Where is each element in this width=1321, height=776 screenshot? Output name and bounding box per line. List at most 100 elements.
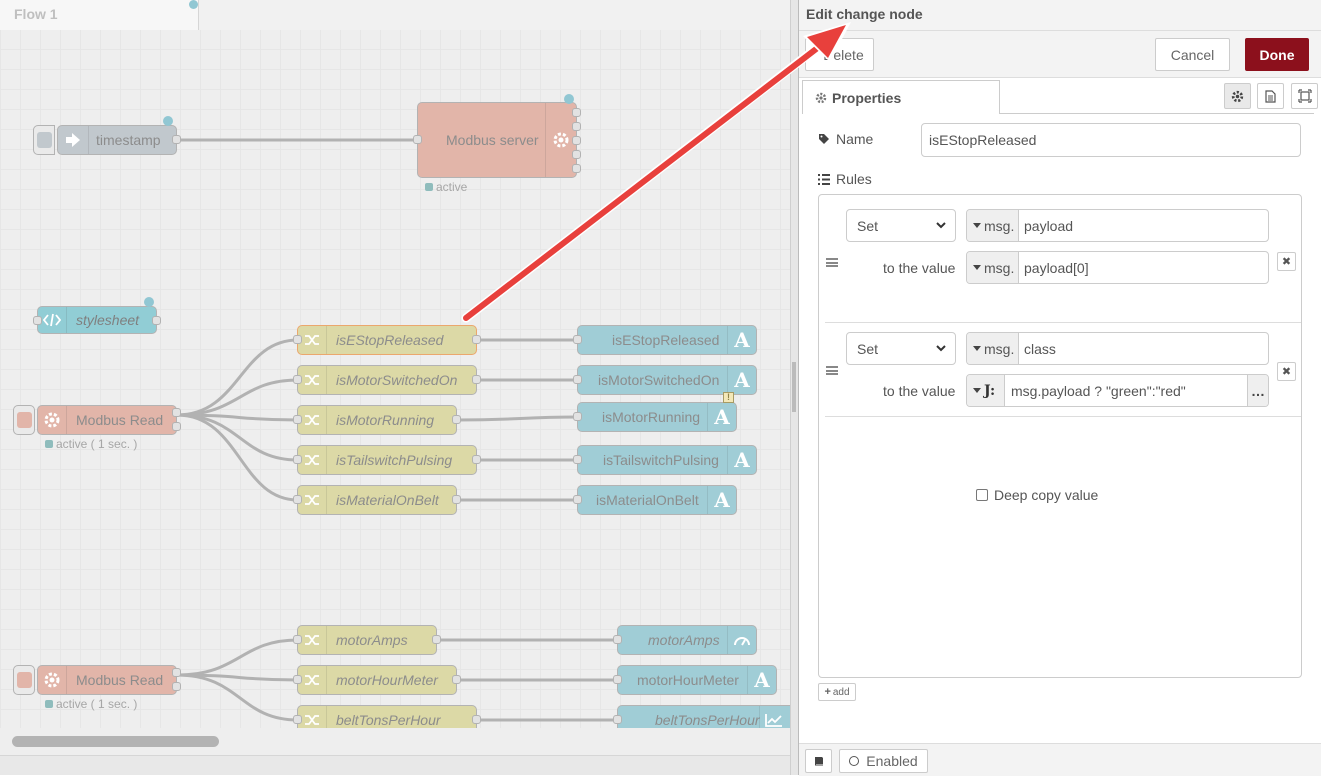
input-port[interactable]	[293, 375, 302, 384]
ui-text-node[interactable]: isTailswitchPulsing A	[577, 445, 757, 475]
input-port[interactable]	[573, 335, 582, 344]
output-port[interactable]	[152, 316, 161, 325]
change-node[interactable]: isMotorSwitchedOn	[297, 365, 477, 395]
input-port[interactable]	[293, 455, 302, 464]
output-port[interactable]	[172, 135, 181, 144]
output-port[interactable]	[172, 408, 181, 417]
ui-gauge-node[interactable]: motorAmps	[617, 625, 757, 655]
change-node[interactable]: motorAmps	[297, 625, 437, 655]
tab-flow-1[interactable]: Flow 1	[0, 0, 199, 30]
wire[interactable]	[456, 415, 579, 422]
ui-text-node[interactable]: isMotorSwitchedOn A	[577, 365, 757, 395]
wire[interactable]	[176, 338, 299, 417]
change-node-selected[interactable]: isEStopReleased	[297, 325, 477, 355]
output-port[interactable]	[572, 164, 581, 173]
wire[interactable]	[176, 638, 299, 677]
output-port[interactable]	[572, 150, 581, 159]
output-port[interactable]	[452, 675, 461, 684]
rule-value-input[interactable]: J: msg.payload ? "green":"red" …	[966, 374, 1269, 407]
inject-node-timestamp[interactable]: timestamp	[57, 125, 177, 155]
template-node-stylesheet[interactable]: stylesheet	[37, 306, 157, 334]
node-info-button[interactable]	[805, 749, 832, 773]
flow-canvas[interactable]: timestamp Modbus server active styleshee…	[0, 30, 790, 728]
input-port[interactable]	[293, 635, 302, 644]
node-toggle-button[interactable]	[13, 405, 35, 435]
output-port[interactable]	[452, 495, 461, 504]
input-port[interactable]	[413, 135, 422, 144]
output-port[interactable]	[572, 122, 581, 131]
rule-target-input[interactable]: msg. payload	[966, 209, 1269, 242]
wire[interactable]	[176, 413, 299, 502]
drag-handle-icon[interactable]	[826, 366, 838, 375]
tab-properties[interactable]: Properties	[802, 80, 1000, 114]
rule-value-input[interactable]: msg. payload[0]	[966, 251, 1269, 284]
expression-editor-button[interactable]: …	[1247, 375, 1268, 406]
tab-description-button[interactable]	[1257, 83, 1284, 109]
input-port[interactable]	[33, 316, 42, 325]
input-port[interactable]	[573, 455, 582, 464]
wire[interactable]	[176, 378, 299, 417]
inject-trigger-button[interactable]	[33, 125, 55, 155]
remove-rule-button[interactable]: ✖	[1277, 362, 1296, 381]
deep-copy-checkbox[interactable]: Deep copy value	[976, 487, 1098, 503]
wire[interactable]	[176, 673, 299, 722]
input-port[interactable]	[293, 495, 302, 504]
input-port[interactable]	[293, 415, 302, 424]
output-port[interactable]	[472, 375, 481, 384]
output-port[interactable]	[472, 335, 481, 344]
rule-action-select[interactable]: Set	[846, 209, 956, 242]
input-port[interactable]	[573, 375, 582, 384]
delete-button[interactable]: Delete	[805, 38, 874, 71]
modbus-server-node[interactable]: Modbus server	[417, 102, 577, 178]
ui-text-node[interactable]: isEStopReleased A	[577, 325, 757, 355]
output-port[interactable]	[472, 455, 481, 464]
ui-text-node[interactable]: motorHourMeter A	[617, 665, 777, 695]
output-port[interactable]	[432, 635, 441, 644]
change-node[interactable]: isMaterialOnBelt	[297, 485, 457, 515]
gauge-icon	[727, 626, 756, 654]
change-node[interactable]: isMotorRunning	[297, 405, 457, 435]
ui-text-node[interactable]: isMaterialOnBelt A	[577, 485, 737, 515]
type-selector[interactable]: msg.	[967, 333, 1019, 364]
cancel-button[interactable]: Cancel	[1155, 38, 1230, 71]
drag-handle-icon[interactable]	[826, 258, 838, 267]
type-selector[interactable]: J:	[967, 375, 1005, 406]
change-node[interactable]: isTailswitchPulsing	[297, 445, 477, 475]
remove-rule-button[interactable]: ✖	[1277, 252, 1296, 271]
type-selector[interactable]: msg.	[967, 252, 1019, 283]
output-port[interactable]	[172, 422, 181, 431]
modbus-read-node[interactable]: Modbus Read	[37, 665, 177, 695]
output-port[interactable]	[172, 682, 181, 691]
change-node[interactable]: motorHourMeter	[297, 665, 457, 695]
output-port[interactable]	[452, 415, 461, 424]
rule-action-select[interactable]: Set	[846, 332, 956, 365]
input-port[interactable]	[293, 675, 302, 684]
output-port[interactable]	[172, 668, 181, 677]
input-port[interactable]	[293, 715, 302, 724]
done-button[interactable]: Done	[1245, 38, 1309, 71]
input-port[interactable]	[573, 412, 582, 421]
add-rule-button[interactable]: + add	[818, 683, 856, 701]
input-port[interactable]	[293, 335, 302, 344]
input-port[interactable]	[613, 715, 622, 724]
node-toggle-button[interactable]	[13, 665, 35, 695]
panel-splitter[interactable]	[790, 0, 799, 775]
trigger-square-icon	[37, 132, 52, 148]
enabled-toggle[interactable]: Enabled	[839, 749, 928, 773]
change-node[interactable]: beltTonsPerHour	[297, 705, 477, 728]
input-port[interactable]	[613, 675, 622, 684]
rule-target-input[interactable]: msg. class	[966, 332, 1269, 365]
modbus-read-node[interactable]: Modbus Read	[37, 405, 177, 435]
type-selector[interactable]: msg.	[967, 210, 1019, 241]
output-port[interactable]	[472, 715, 481, 724]
tab-settings-icon-button[interactable]	[1224, 83, 1251, 109]
input-port[interactable]	[573, 495, 582, 504]
ui-chart-node[interactable]: beltTonsPerHour	[617, 705, 790, 728]
input-port[interactable]	[613, 635, 622, 644]
tab-appearance-button[interactable]	[1291, 83, 1318, 109]
horizontal-scrollbar[interactable]	[12, 736, 219, 747]
output-port[interactable]	[572, 108, 581, 117]
name-input[interactable]: isEStopReleased	[921, 123, 1301, 157]
ui-text-node[interactable]: isMotorRunning A	[577, 402, 737, 432]
output-port[interactable]	[572, 136, 581, 145]
